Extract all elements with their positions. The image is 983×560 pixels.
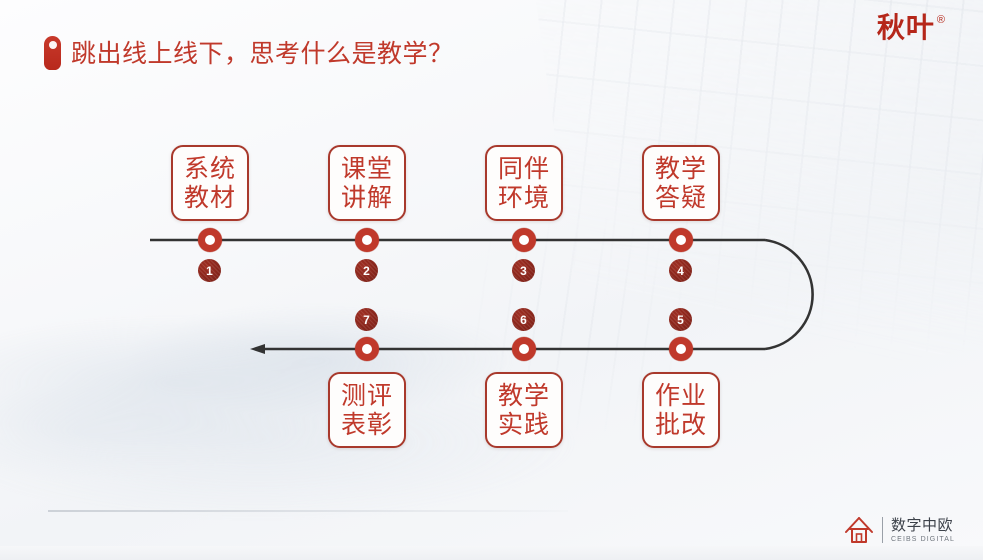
brand-name-en: CEIBS DIGITAL (891, 535, 955, 543)
flow-node-label-line1: 测评 (340, 380, 393, 410)
flow-node-number-badge: 7 (355, 308, 378, 331)
flow-node-label-line2: 批改 (654, 410, 707, 439)
arrow-left-icon (250, 344, 265, 354)
brand-logo-ceibs: 数字中欧 CEIBS DIGITAL (844, 516, 955, 544)
flow-node-label-line1: 作业 (654, 380, 707, 410)
flow-node-label-line2: 讲解 (340, 183, 393, 212)
flow-node-number-badge: 1 (198, 259, 221, 282)
flow-node-dot-icon (355, 228, 379, 252)
flow-node-dot-icon (512, 337, 536, 361)
page-title: 跳出线上线下，思考什么是教学？ (71, 38, 454, 68)
flow-node-box[interactable]: 教学答疑 (642, 145, 720, 221)
flow-node-box[interactable]: 教学实践 (485, 372, 563, 448)
flow-node-label-line2: 实践 (497, 410, 550, 439)
flow-node-label-line2: 环境 (497, 183, 550, 212)
flow-node-number-badge: 5 (669, 308, 692, 331)
flow-curve-right (764, 238, 814, 351)
flow-node-box[interactable]: 课堂讲解 (328, 145, 406, 221)
pin-icon (44, 36, 61, 70)
flow-node-number-badge: 2 (355, 259, 378, 282)
flow-node-dot-icon (669, 228, 693, 252)
flow-node-label-line2: 答疑 (654, 183, 707, 212)
flow-node-dot-icon (355, 337, 379, 361)
brand-logo-ceibs-text: 数字中欧 CEIBS DIGITAL (891, 515, 955, 543)
flow-node-dot-icon (669, 337, 693, 361)
brand-name-cn: 数字中欧 (891, 515, 954, 534)
flow-node-box[interactable]: 系统教材 (171, 145, 249, 221)
footer-divider (48, 510, 568, 512)
brand-logo-qiuye-name: 秋叶 (876, 11, 935, 44)
flow-node-box[interactable]: 作业批改 (642, 372, 720, 448)
ceibs-he-mark-icon (845, 517, 874, 543)
flow-node-dot-icon (198, 228, 222, 252)
brand-divider (882, 517, 884, 543)
flow-node-dot-icon (512, 228, 536, 252)
flow-node-label-line1: 教学 (654, 153, 707, 183)
flow-node-label-line1: 系统 (183, 153, 236, 183)
brand-logo-qiuye: 秋叶 ® (877, 14, 945, 42)
slide-title-row: 跳出线上线下，思考什么是教学？ (44, 36, 454, 70)
flow-node-number-badge: 4 (669, 259, 692, 282)
registered-mark-icon: ® (936, 14, 945, 26)
flow-node-label-line2: 教材 (183, 183, 236, 212)
flow-node-label-line2: 表彰 (340, 410, 393, 439)
flow-node-box[interactable]: 同伴环境 (485, 145, 563, 221)
flow-node-label-line1: 教学 (497, 380, 550, 410)
flow-node-box[interactable]: 测评表彰 (328, 372, 406, 448)
flow-node-number-badge: 6 (512, 308, 535, 331)
flow-node-number-badge: 3 (512, 259, 535, 282)
flow-node-label-line1: 课堂 (340, 153, 393, 183)
footer-band (0, 546, 983, 560)
flow-node-label-line1: 同伴 (497, 153, 550, 183)
background-clouds-image (0, 300, 580, 530)
